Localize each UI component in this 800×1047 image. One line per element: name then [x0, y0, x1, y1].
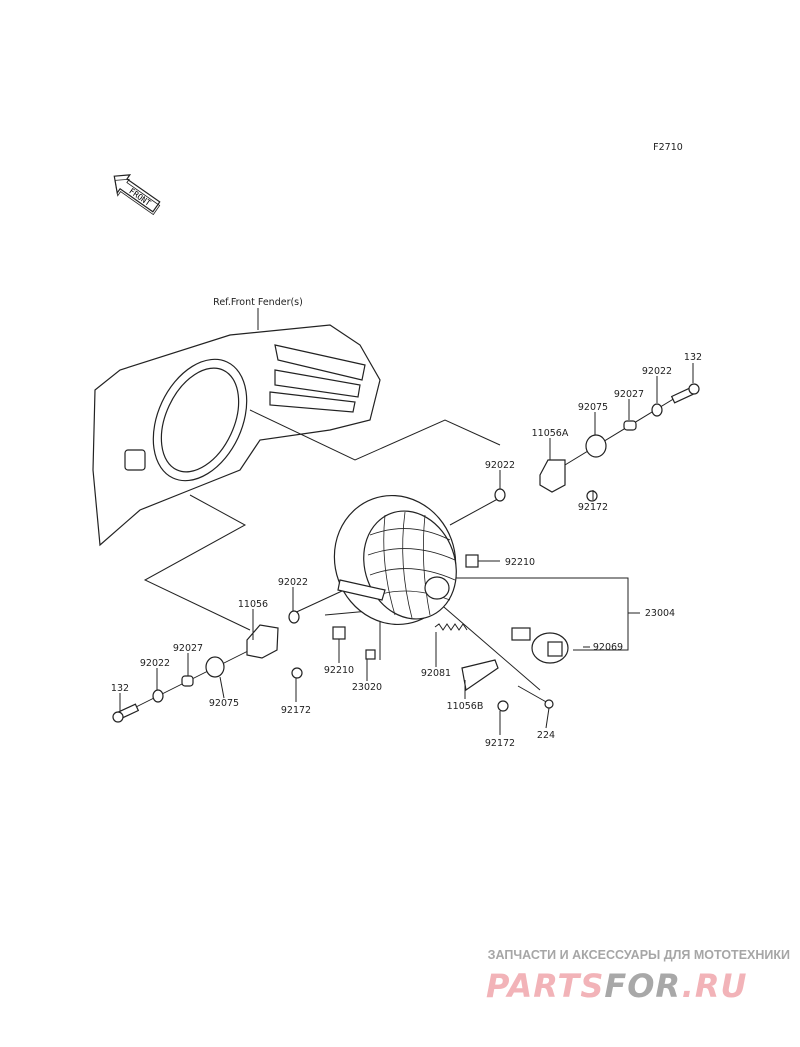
collar-92027 — [623, 420, 637, 431]
watermark-tagline: ЗАПЧАСТИ И АКСЕССУАРЫ ДЛЯ МОТОТЕХНИКИ — [487, 948, 790, 962]
part-label: 92022 — [642, 366, 672, 377]
collar-92027 — [181, 675, 194, 687]
part-label: 92022 — [140, 658, 170, 669]
part-label: 132 — [684, 352, 702, 363]
damper-92075 — [205, 656, 225, 678]
part-label: 23020 — [352, 682, 382, 693]
grommet-23020 — [365, 649, 376, 660]
part-label: 92027 — [614, 389, 644, 400]
washer-92022 — [651, 403, 663, 417]
bracket-11056 — [246, 624, 279, 659]
logo-part2: FOR — [604, 967, 682, 1005]
washer-92022 — [494, 488, 506, 502]
bracket-11056B — [461, 659, 499, 692]
part-label: 11056A — [532, 428, 569, 439]
diagram-code: F2710 — [653, 142, 683, 153]
nut-92210 — [465, 554, 479, 568]
part-label: 92075 — [209, 698, 239, 709]
part-label: 11056B — [447, 701, 484, 712]
part-label: 224 — [537, 730, 555, 741]
front-fender-housing — [92, 324, 381, 547]
washer-92022 — [152, 689, 164, 703]
part-label: 92172 — [485, 738, 515, 749]
headlight-unit — [333, 494, 457, 626]
part-label: 92075 — [578, 402, 608, 413]
part-label: 92172 — [578, 502, 608, 513]
nut-92210 — [332, 626, 346, 640]
part-label: 132 — [111, 683, 129, 694]
washer-92022 — [288, 610, 300, 624]
damper-92075 — [585, 434, 607, 458]
screw-92172 — [291, 667, 303, 679]
screw-224 — [517, 685, 554, 709]
logo-part3: .RU — [681, 967, 748, 1005]
part-label: 92069 — [593, 642, 623, 653]
logo-part1: PARTS — [486, 967, 605, 1005]
part-label: 92022 — [485, 460, 515, 471]
ref-label: Ref.Front Fender(s) — [213, 297, 303, 308]
part-label: 92210 — [505, 557, 535, 568]
watermark-logo: PARTSFOR.RU — [486, 968, 747, 1004]
bolt-132-left — [112, 703, 140, 723]
bracket-11056A — [539, 459, 566, 493]
part-label: 92027 — [173, 643, 203, 654]
part-label: 11056 — [238, 599, 268, 610]
spring-92081 — [434, 623, 468, 631]
part-label: 23004 — [645, 608, 675, 619]
part-label: 92172 — [281, 705, 311, 716]
front-arrow-icon: FRONT — [113, 174, 161, 216]
part-label: 92022 — [278, 577, 308, 588]
part-label: 92210 — [324, 665, 354, 676]
screw-92172 — [497, 700, 509, 712]
bolt-132-right — [670, 383, 700, 404]
bulb-socket-92069 — [511, 627, 569, 664]
screw-92172 — [586, 490, 598, 502]
part-label: 92081 — [421, 668, 451, 679]
